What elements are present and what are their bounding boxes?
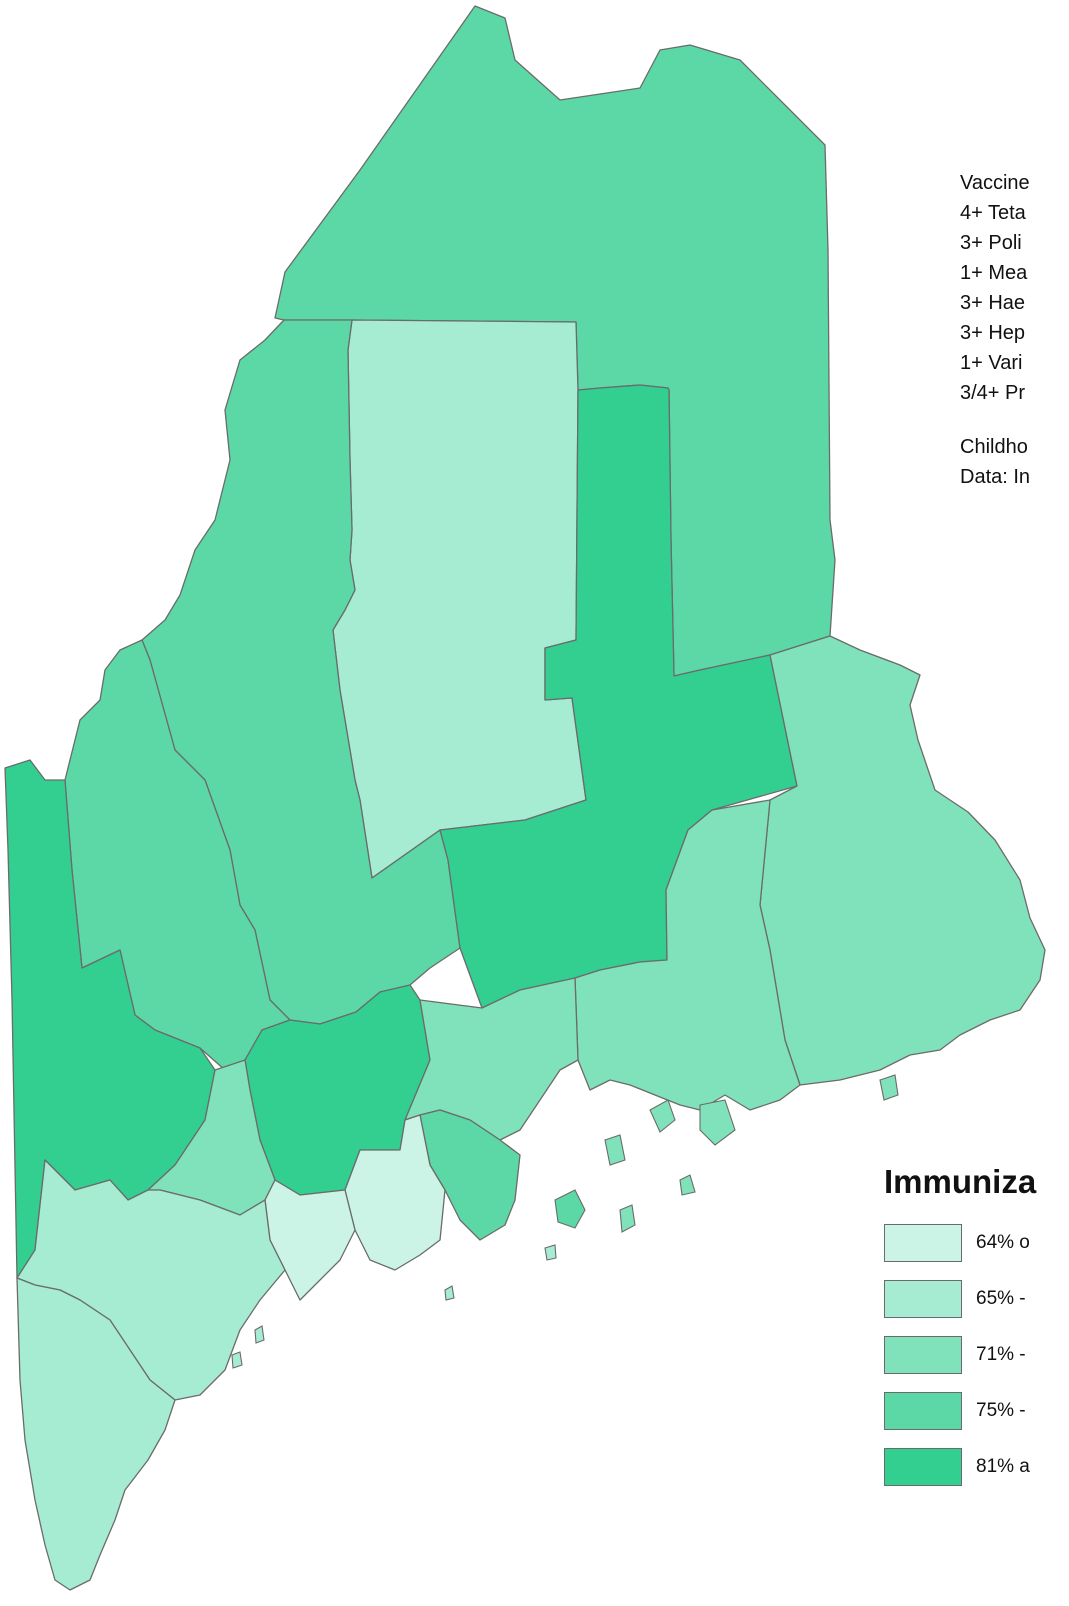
county-york[interactable] bbox=[16, 1277, 176, 1591]
notes-line: 3+ Hae bbox=[960, 292, 1026, 314]
legend-swatch bbox=[884, 1448, 962, 1486]
island bbox=[679, 1174, 696, 1196]
notes-line: 3+ Poli bbox=[960, 232, 1022, 254]
notes-line: 1+ Mea bbox=[960, 262, 1028, 284]
legend-item: 64% o bbox=[884, 1224, 1069, 1262]
vaccine-notes: Vaccine 4+ Teta 3+ Poli 1+ Mea 3+ Hae 3+… bbox=[960, 168, 1069, 492]
legend-swatch bbox=[884, 1280, 962, 1318]
county-hancock[interactable] bbox=[574, 799, 801, 1111]
legend-label: 64% o bbox=[976, 1232, 1030, 1253]
legend-label: 71% - bbox=[976, 1344, 1026, 1365]
notes-line: 1+ Vari bbox=[960, 352, 1023, 374]
legend-item: 75% - bbox=[884, 1392, 1069, 1430]
island bbox=[544, 1244, 557, 1261]
legend-item: 81% a bbox=[884, 1448, 1069, 1486]
legend-swatch bbox=[884, 1224, 962, 1262]
county-franklin[interactable] bbox=[64, 639, 291, 1071]
island bbox=[649, 1099, 676, 1133]
legend-swatch bbox=[884, 1336, 962, 1374]
island bbox=[254, 1325, 265, 1344]
legend-label: 75% - bbox=[976, 1400, 1026, 1421]
notes-line: 3+ Hep bbox=[960, 322, 1026, 344]
island bbox=[231, 1351, 243, 1369]
legend-title: Immuniza bbox=[884, 1163, 1037, 1200]
county-sagadahoc[interactable] bbox=[264, 1179, 356, 1301]
island bbox=[604, 1134, 626, 1166]
notes-line: 4+ Teta bbox=[960, 202, 1026, 224]
notes-footer-line: Childho bbox=[960, 436, 1028, 458]
legend-label: 65% - bbox=[976, 1288, 1026, 1309]
legend-swatch bbox=[884, 1392, 962, 1430]
legend: Immuniza 64% o 65% - 71% - 75% - 81% a bbox=[884, 1160, 1069, 1504]
legend-label: 81% a bbox=[976, 1456, 1030, 1477]
notes-line: 3/4+ Pr bbox=[960, 382, 1026, 404]
county-piscataquis[interactable] bbox=[332, 319, 587, 879]
island bbox=[619, 1204, 636, 1233]
island bbox=[444, 1285, 455, 1301]
island bbox=[699, 1099, 736, 1146]
county-washington[interactable] bbox=[759, 635, 1046, 1086]
notes-line: Vaccine bbox=[960, 172, 1030, 194]
island bbox=[879, 1074, 899, 1101]
legend-item: 65% - bbox=[884, 1280, 1069, 1318]
island bbox=[554, 1189, 586, 1229]
legend-item: 71% - bbox=[884, 1336, 1069, 1374]
notes-footer-line: Data: In bbox=[960, 466, 1031, 488]
